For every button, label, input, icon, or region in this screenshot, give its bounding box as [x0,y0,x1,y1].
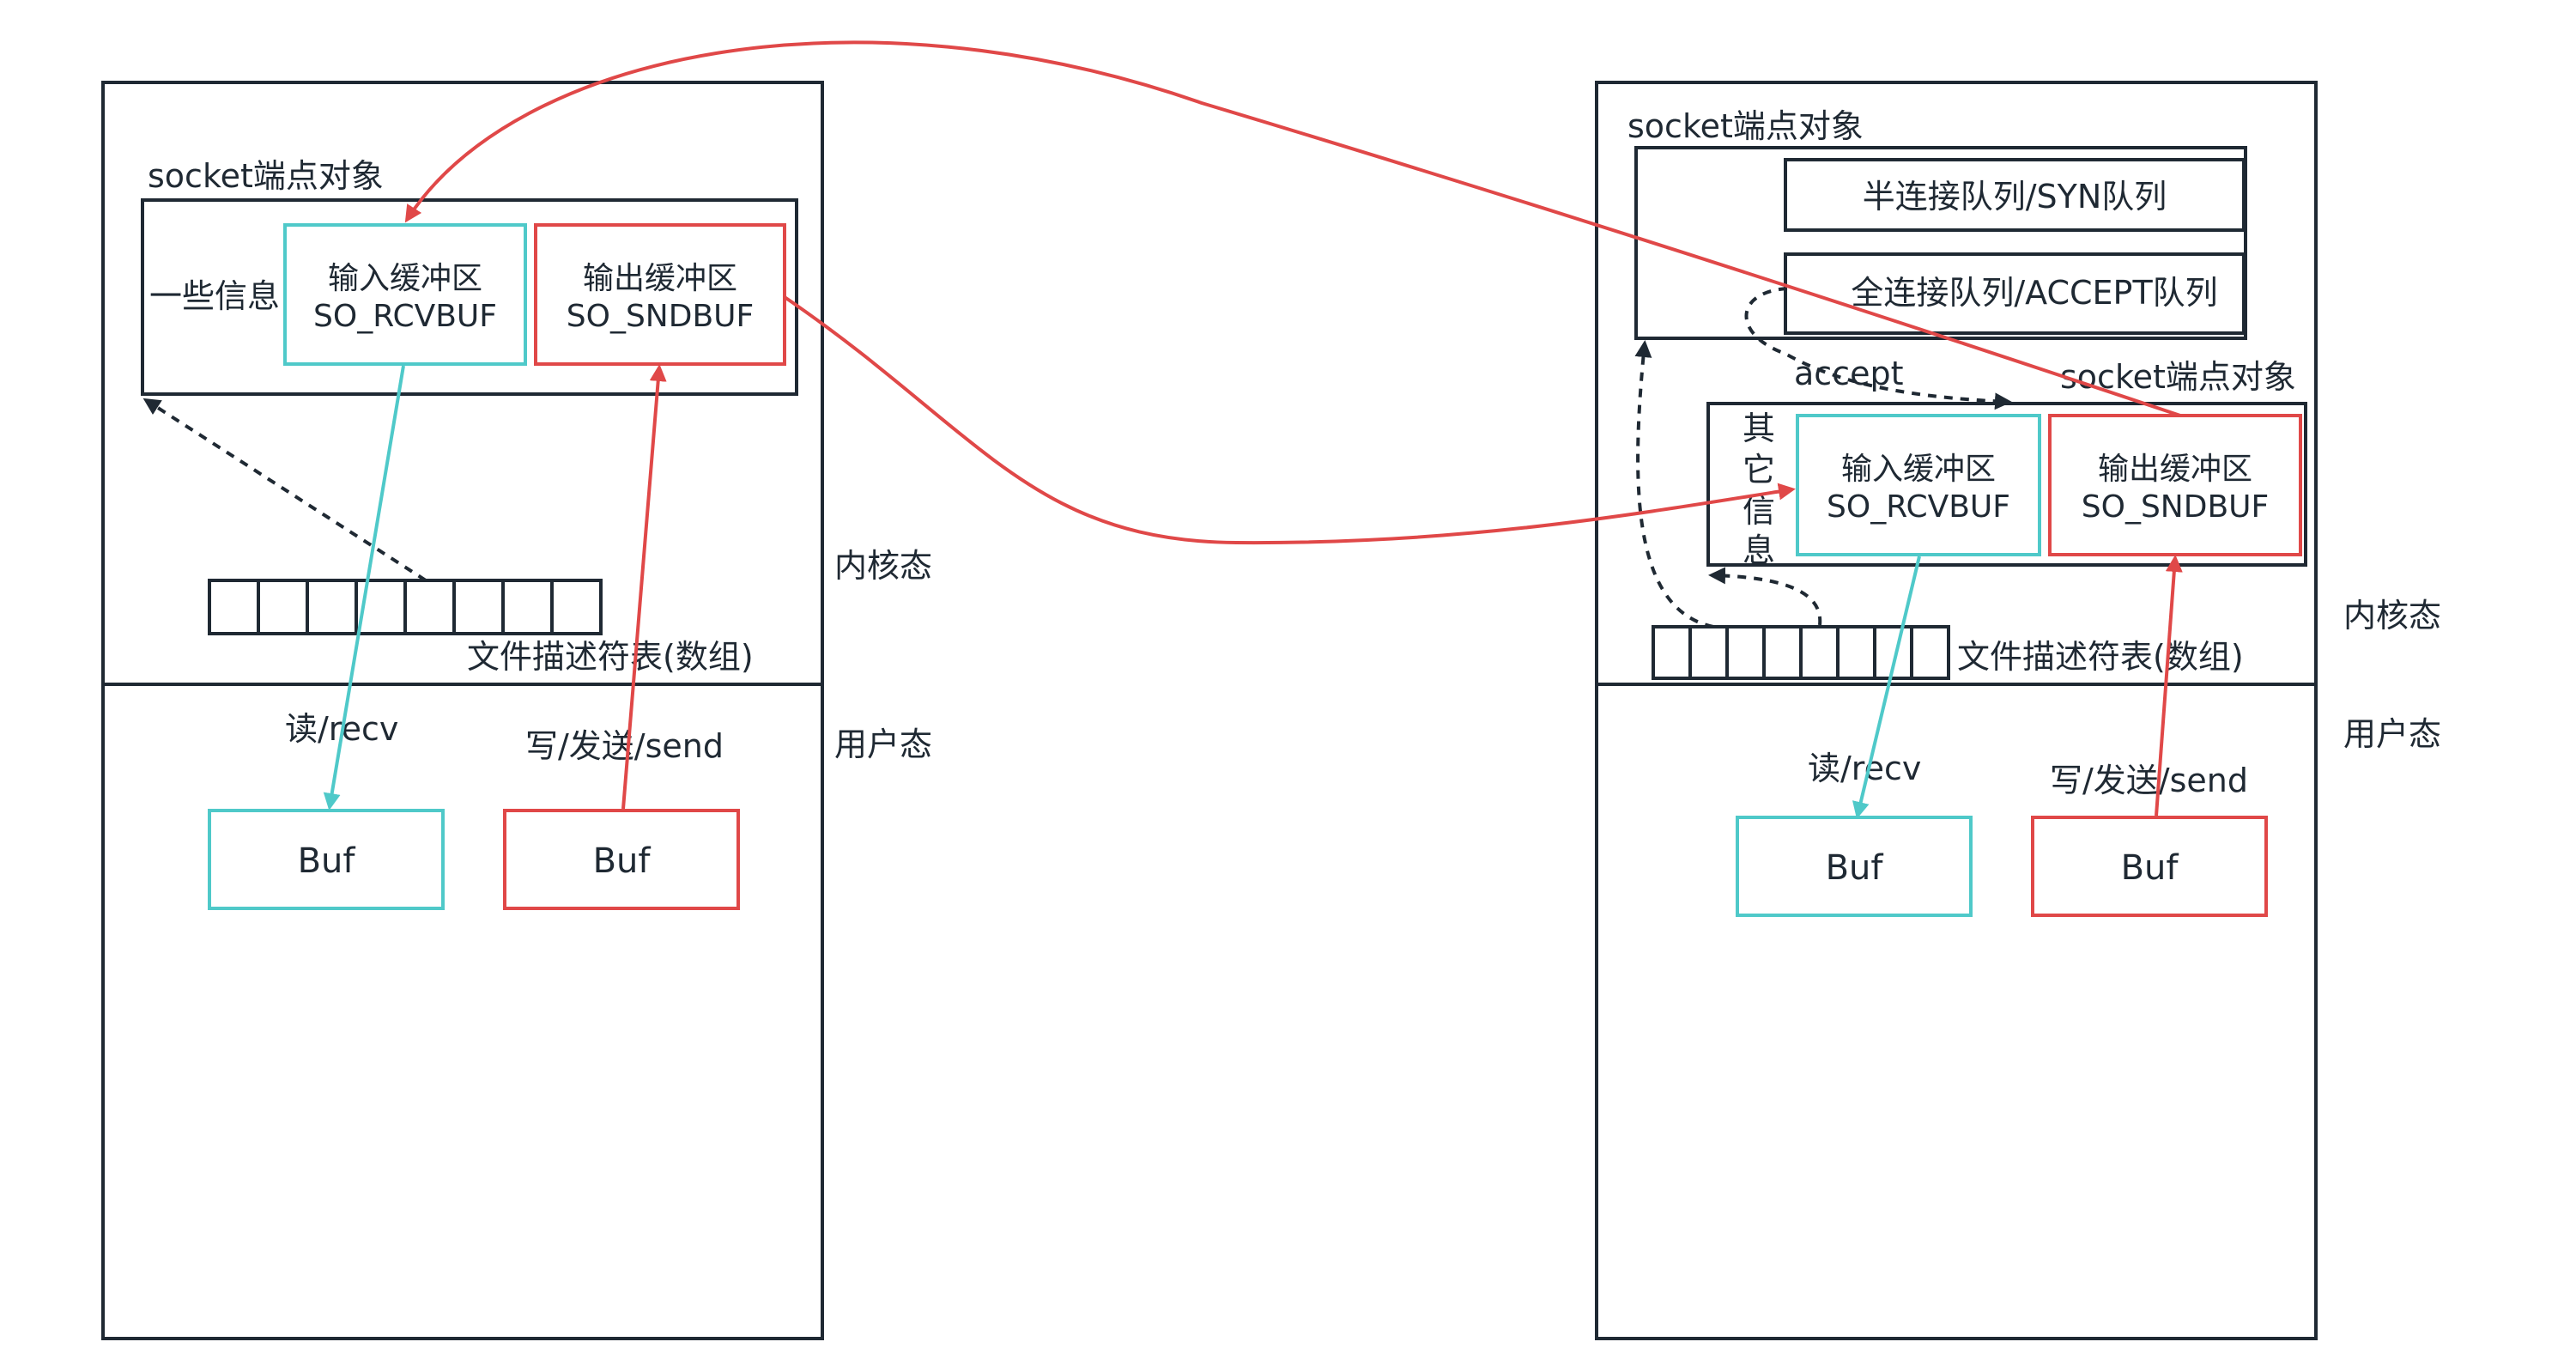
right-write-buf [2031,816,2268,917]
left-recv-buffer-const: SO_RCVBUF [313,299,497,334]
right-fd-to-listen-socket-arrow [1634,340,1714,628]
right-send-buffer-const: SO_SNDBUF [2082,489,2269,525]
right-half-queue [1784,158,2246,232]
right-other-info-2: 它 [1743,451,1775,489]
left-user-label: 用户态 [834,726,932,763]
left-recv-arrow [323,365,405,811]
right-other-info-1: 其 [1743,410,1775,447]
left-read-buf-label: Buf [298,841,356,881]
left-socket-title: socket端点对象 [148,157,384,195]
left-recv-buffer-name: 输入缓冲区 [328,261,482,296]
right-recv-buffer-const: SO_RCVBUF [1827,489,2010,525]
left-fd-to-socket-arrow [142,398,427,582]
right-other-info-4: 息 [1743,531,1775,569]
left-send-buffer-name: 输出缓冲区 [583,261,737,296]
right-fd-table [1652,625,1950,680]
left-read-buf [208,809,445,910]
right-fd-to-conn-socket-arrow [1708,567,1822,626]
left-socket-object [141,198,798,396]
left-send-to-right-recv-arrow [783,295,1796,545]
left-write-label: 写/发送/send [525,727,724,765]
right-full-queue [1784,252,2246,335]
right-conn-socket-object [1706,402,2307,567]
left-send-buffer-const: SO_SNDBUF [567,299,754,334]
left-fd-table-label: 文件描述符表(数组) [467,638,754,676]
right-conn-socket-title: socket端点对象 [2060,358,2296,396]
right-write-label: 写/发送/send [2050,762,2248,799]
right-read-buf-label: Buf [1826,848,1884,888]
right-listen-socket-title: socket端点对象 [1627,107,1864,145]
right-recv-buffer [1796,414,2041,556]
right-send-arrow [2155,555,2183,817]
right-recv-buffer-name: 输入缓冲区 [1841,452,1996,487]
left-fd-table [208,579,603,635]
right-fd-table-label: 文件描述符表(数组) [1957,638,2244,676]
right-host-frame [1595,81,2318,1340]
right-kernel-label: 内核态 [2343,597,2441,634]
right-recv-arrow [1852,556,1921,819]
left-host-frame [101,81,824,1340]
left-host: socket端点对象 一些信息 输入缓冲区 SO_RCVBUF 输出缓冲区 SO… [101,81,932,1340]
left-send-buffer [534,223,786,366]
right-listen-socket-object [1634,146,2247,340]
left-info-label: 一些信息 [149,277,280,315]
right-send-buffer-name: 输出缓冲区 [2098,452,2252,487]
left-write-buf-label: Buf [593,841,652,881]
right-host: socket端点对象 半连接队列/SYN队列 全连接队列/ACCEPT队列 ac… [1595,81,2441,1340]
left-recv-buffer [283,223,527,366]
right-send-to-left-recv-arrow [404,40,2181,417]
left-send-arrow [621,364,667,810]
right-write-buf-label: Buf [2121,848,2179,888]
left-kernel-label: 内核态 [834,547,932,585]
right-half-queue-label: 半连接队列/SYN队列 [1863,178,2167,216]
left-write-buf [503,809,740,910]
right-accept-label: accept [1794,355,1903,392]
right-other-info-3: 信 [1743,492,1775,530]
right-full-queue-label: 全连接队列/ACCEPT队列 [1851,274,2217,312]
right-user-label: 用户态 [2343,715,2441,753]
right-accept-arrow [1744,287,2012,410]
